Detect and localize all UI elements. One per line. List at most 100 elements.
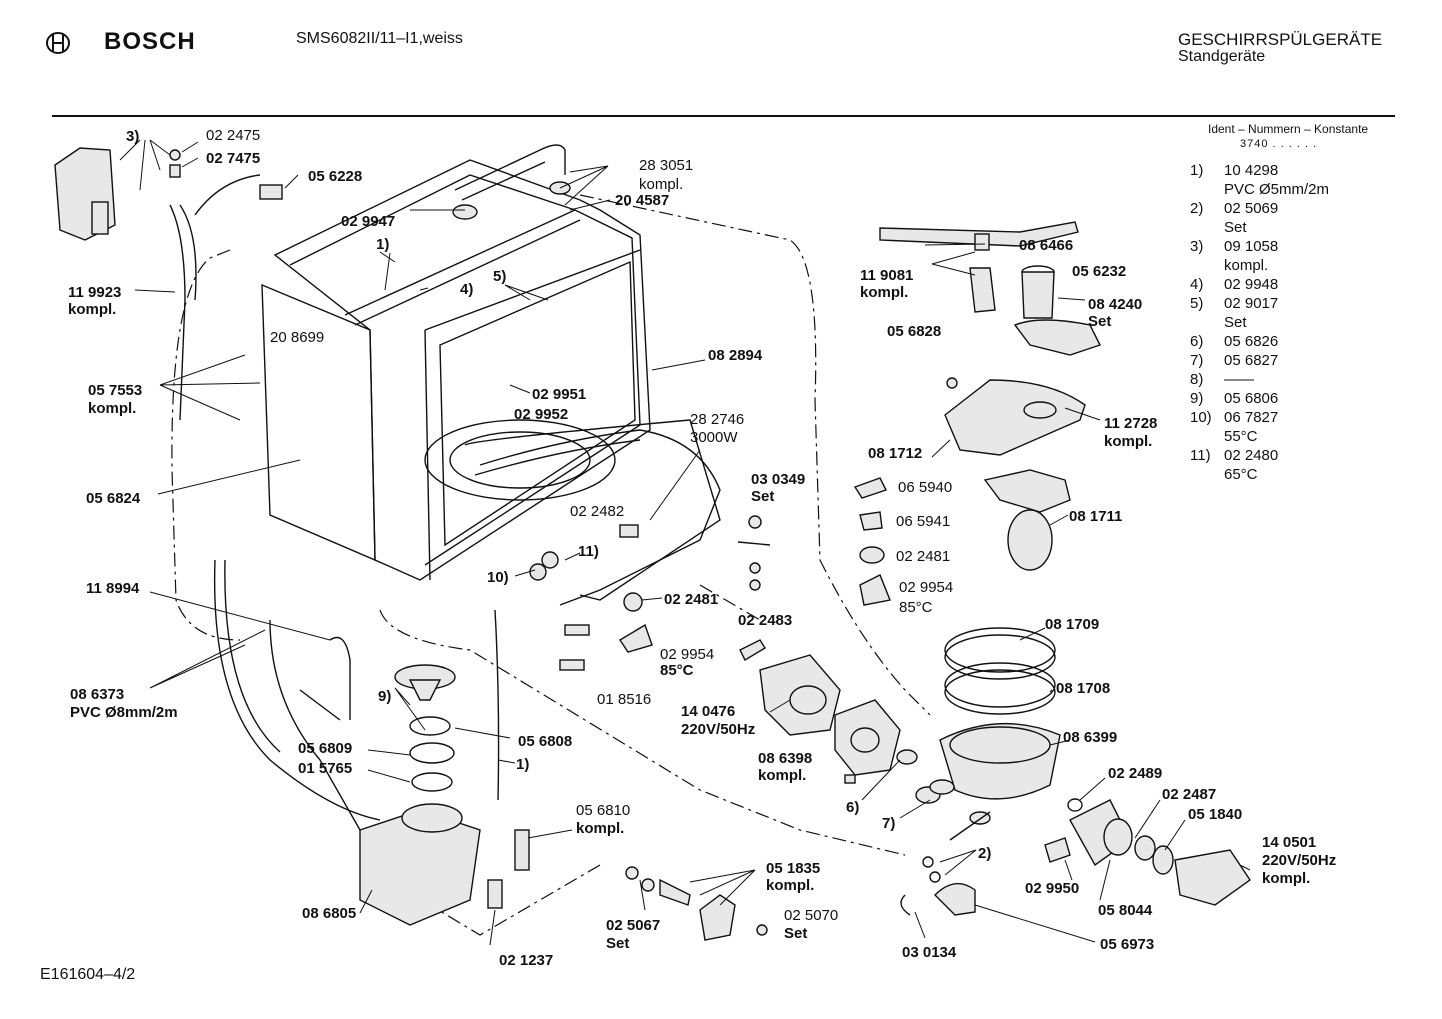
category-subtitle: Standgeräte [1178, 48, 1266, 65]
legend-item: 3) 09 1058 kompl. [1190, 237, 1390, 275]
part-022481-center: 02 2481 [664, 591, 719, 608]
legend-item-number: 3) [1190, 238, 1204, 255]
bosch-armature-logo-icon [46, 32, 70, 54]
legend-item-value: —— [1224, 371, 1254, 388]
part-119081-kompl: kompl. [860, 284, 909, 301]
part-204587: 20 4587 [615, 192, 670, 209]
legend-item-value: PVC Ø5mm/2m [1224, 181, 1330, 198]
part-283051-kompl: kompl. [639, 176, 684, 193]
brand-name: BOSCH [104, 28, 196, 55]
sump-pump-assembly [359, 609, 530, 926]
model-number: SMS6082II/11–I1,weiss [296, 30, 463, 47]
callout-3: 3) [126, 128, 140, 145]
part-208699: 20 8699 [270, 329, 325, 346]
part-025070: 02 5070 [784, 907, 839, 924]
part-056232: 05 6232 [1072, 263, 1127, 280]
legend-item-number: 7) [1190, 352, 1204, 369]
part-025067-set: Set [606, 935, 630, 952]
tub-cabinet [261, 159, 721, 601]
callout-7: 7) [882, 815, 896, 832]
sieve-rings-and-sump [929, 627, 1061, 841]
part-082894: 08 2894 [708, 347, 763, 364]
part-025067: 02 5067 [606, 917, 661, 934]
part-029947: 02 9947 [341, 213, 396, 230]
header-rule [52, 115, 1395, 117]
legend-item-number: 1) [1190, 162, 1204, 179]
part-056809: 05 6809 [298, 740, 353, 757]
part-018516: 01 8516 [597, 691, 652, 708]
part-056228: 05 6228 [308, 168, 363, 185]
callout-11: 11) [578, 543, 599, 560]
legend-item-value: Set [1224, 314, 1247, 331]
legend-item-number: 9) [1190, 390, 1204, 407]
part-056810: 05 6810 [576, 802, 631, 819]
part-086466: 08 6466 [1019, 237, 1074, 254]
circulation-pump-motor [759, 654, 941, 804]
upper-supply-pipe [344, 144, 581, 326]
upper-spray-arm [879, 221, 1101, 356]
legend-item-value: 02 5069 [1224, 200, 1279, 217]
part-086399: 08 6399 [1063, 729, 1118, 746]
water-softener-unit [54, 147, 283, 421]
legend-item-value: 05 6826 [1224, 333, 1279, 350]
part-056810-kompl: kompl. [576, 820, 625, 837]
part-022487: 02 2487 [1162, 786, 1217, 803]
part-015765: 01 5765 [298, 760, 353, 777]
part-056828: 05 6828 [887, 323, 942, 340]
callout-4: 4) [460, 281, 474, 298]
part-140476: 14 0476 [681, 703, 736, 720]
legend-item-number: 10) [1190, 409, 1212, 426]
part-119923-kompl: kompl. [68, 301, 117, 318]
legend-item-value: kompl. [1224, 257, 1269, 274]
part-029954-center-temp: 85°C [660, 662, 694, 679]
part-057553-kompl: kompl. [88, 400, 137, 417]
part-081708: 08 1708 [1056, 680, 1111, 697]
part-282746: 28 2746 [690, 411, 745, 428]
heater-and-sensors [474, 429, 771, 671]
bottom-valve-parts [625, 866, 768, 941]
legend-constant: 3740 . . . . . . [1240, 138, 1318, 150]
legend-item-value: 55°C [1224, 428, 1258, 445]
part-086373: 08 6373 [70, 686, 125, 703]
legend-item-value: Set [1224, 219, 1247, 236]
document-code: E161604–4/2 [40, 966, 136, 983]
legend-item-number: 2) [1190, 200, 1204, 217]
leader-lines [119, 139, 1251, 946]
legend-item-value: 06 7827 [1224, 409, 1279, 426]
legend-heading: Ident – Nummern – Konstante [1208, 122, 1369, 136]
part-021237: 02 1237 [499, 952, 554, 969]
legend-item-value: 05 6827 [1224, 352, 1279, 369]
legend-item: 8) —— [1190, 370, 1390, 389]
part-112728: 11 2728 [1104, 415, 1158, 432]
legend-item-value: 65°C [1224, 466, 1258, 483]
part-025070-set: Set [784, 925, 808, 942]
part-030349: 03 0349 [751, 471, 806, 488]
legend-item-number: 8) [1190, 371, 1204, 388]
drain-pump [900, 798, 1251, 916]
part-065940: 06 5940 [898, 479, 953, 496]
part-029952: 02 9952 [514, 406, 569, 423]
part-140501: 14 0501 [1262, 834, 1317, 851]
legend-item-value: 02 2480 [1224, 447, 1279, 464]
part-029950: 02 9950 [1025, 880, 1080, 897]
part-084240: 08 4240 [1088, 296, 1143, 313]
part-029951: 02 9951 [532, 386, 587, 403]
legend-item: 4)02 9948 [1190, 275, 1390, 294]
part-058044: 05 8044 [1098, 902, 1153, 919]
legend-item-value: 10 4298 [1224, 162, 1279, 179]
legend-item: 10) 06 7827 55°C [1190, 408, 1390, 446]
callout-2: 2) [978, 845, 992, 862]
legend-item-value: 09 1058 [1224, 238, 1279, 255]
lower-spray-arm-filter [853, 377, 1086, 606]
part-140501-voltage: 220V/50Hz [1262, 852, 1337, 869]
part-086805: 08 6805 [302, 905, 357, 922]
part-112728-kompl: kompl. [1104, 433, 1153, 450]
callout-5: 5) [493, 268, 507, 285]
part-030134: 03 0134 [902, 944, 957, 961]
part-140476-voltage: 220V/50Hz [681, 721, 756, 738]
part-084240-set: Set [1088, 313, 1112, 330]
part-051835-kompl: kompl. [766, 877, 815, 894]
